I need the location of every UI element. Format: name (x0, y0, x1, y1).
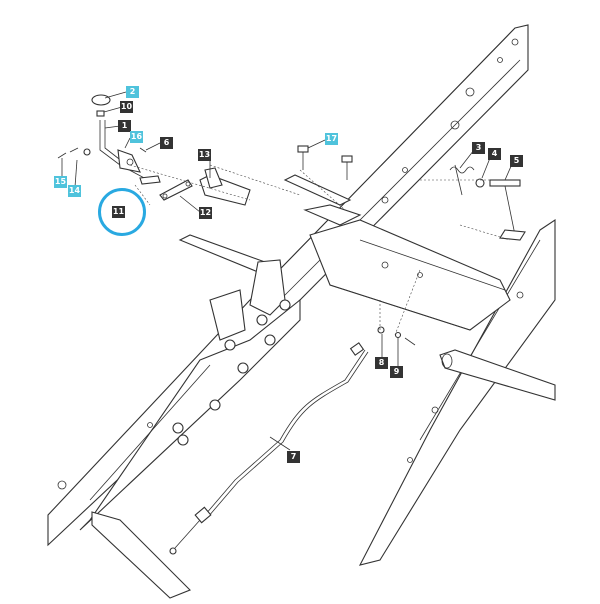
washer-part (475, 178, 485, 188)
pin-parts (57, 147, 147, 159)
assembly-guide-lines (129, 164, 511, 336)
pin-rod-part (489, 179, 526, 241)
callout-14: 14 (68, 185, 81, 197)
bolt-studs (172, 299, 291, 446)
callout-16: 16 (130, 131, 143, 143)
lower-frame-rail (79, 298, 301, 599)
callout-13: 13 (198, 149, 211, 161)
callout-11: 11 (112, 206, 125, 218)
callout-15: 15 (54, 176, 67, 188)
cable-end-parts (377, 326, 416, 346)
callout-3: 3 (472, 142, 485, 154)
callout-12: 12 (199, 207, 212, 219)
callout-1: 1 (118, 120, 131, 132)
spring-part (449, 164, 475, 196)
cable-part (169, 342, 369, 555)
bolt-parts (297, 145, 353, 180)
callout-4: 4 (488, 148, 501, 160)
callout-6: 6 (160, 137, 173, 149)
link-rod-part (139, 175, 193, 201)
callout-2: 2 (126, 86, 139, 98)
highlight-circle-part-11 (98, 188, 146, 236)
right-frame-rail (358, 218, 556, 566)
callout-5: 5 (510, 155, 523, 167)
callout-17: 17 (325, 133, 338, 145)
callout-9: 9 (390, 366, 403, 378)
top-bracket (283, 174, 362, 226)
callout-7: 7 (287, 451, 300, 463)
cross-member (309, 219, 511, 331)
axle-rod (439, 349, 556, 401)
bracket-plate-part (199, 167, 251, 206)
callout-10: 10 (120, 101, 133, 113)
callout-8: 8 (375, 357, 388, 369)
knob-part (91, 94, 111, 117)
left-bracket (178, 234, 286, 341)
